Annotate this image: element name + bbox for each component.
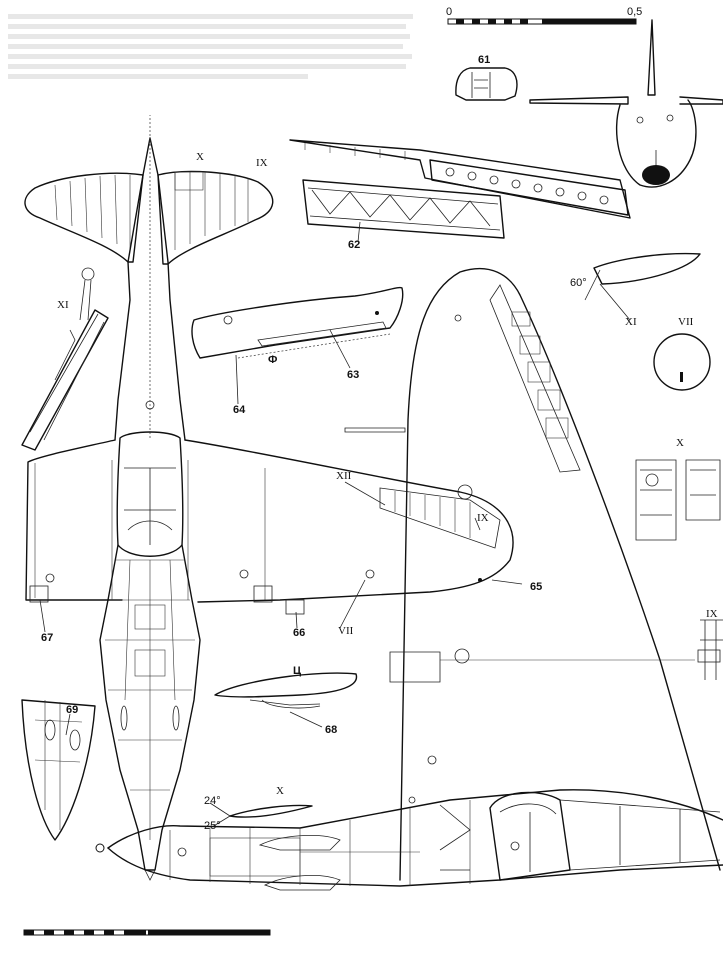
label-68: 68 [325,724,337,736]
roman-ix-wing: IX [477,512,489,524]
detail-xi-left [21,267,109,451]
mark-f: Ф [268,354,277,366]
front-view-aircraft [529,19,723,188]
angle-labels: 60° 24° 25° [204,277,587,832]
detail-x-right [635,459,721,541]
roman-vii-right: VII [678,316,694,328]
label-64: 64 [233,404,246,416]
section-vii-right [653,333,711,391]
part-61 [455,67,518,101]
leader-lines [39,221,631,736]
angle-25: 25° [204,820,221,832]
part-63-64 [191,286,404,359]
detail-ix-right [697,619,723,680]
scale-zero: 0 [446,6,452,18]
part-68 [214,672,358,709]
label-61: 61 [478,54,490,66]
roman-vii-wing: VII [338,625,354,637]
label-63: 63 [347,369,359,381]
label-67: 67 [41,632,53,644]
angle-24: 24° [204,795,221,807]
label-62: 62 [348,239,360,251]
label-66: 66 [293,627,305,639]
roman-x-section: X [276,785,284,797]
wing-underside-panel [289,139,631,219]
side-view-fuselage [95,789,723,891]
roman-xi-right: XI [625,316,637,328]
roman-ix-right: IX [706,608,718,620]
ghosted-text-block [8,14,413,79]
part-number-labels: 61 62 63 64 65 66 67 68 69 [41,54,542,736]
mark-ts: Ц [293,665,301,677]
angle-60: 60° [570,277,587,289]
scale-end: 0,5 [627,6,642,18]
roman-xi-left: XI [57,299,69,311]
label-65: 65 [530,581,542,593]
top-view-aircraft [24,115,514,881]
roman-xii-wing: XII [336,470,352,482]
roman-ix-tail: IX [256,157,268,169]
part-62 [302,179,505,239]
scale-bar-top: 0 0,5 [446,6,642,25]
wing-access-panel [379,487,501,549]
roman-x-tail: X [196,151,204,163]
section-xi-right [584,252,701,301]
main-wing-large [344,267,721,881]
label-69: 69 [66,704,78,716]
part-69 [21,699,96,841]
scale-bar-bottom [23,929,271,936]
section-x-airfoil [209,802,313,828]
roman-section-labels: X IX XI XI VII VII XII IX X IX X [57,151,718,797]
section-mark-labels: Ц Ф [268,354,301,677]
roman-x-right: X [676,437,684,449]
